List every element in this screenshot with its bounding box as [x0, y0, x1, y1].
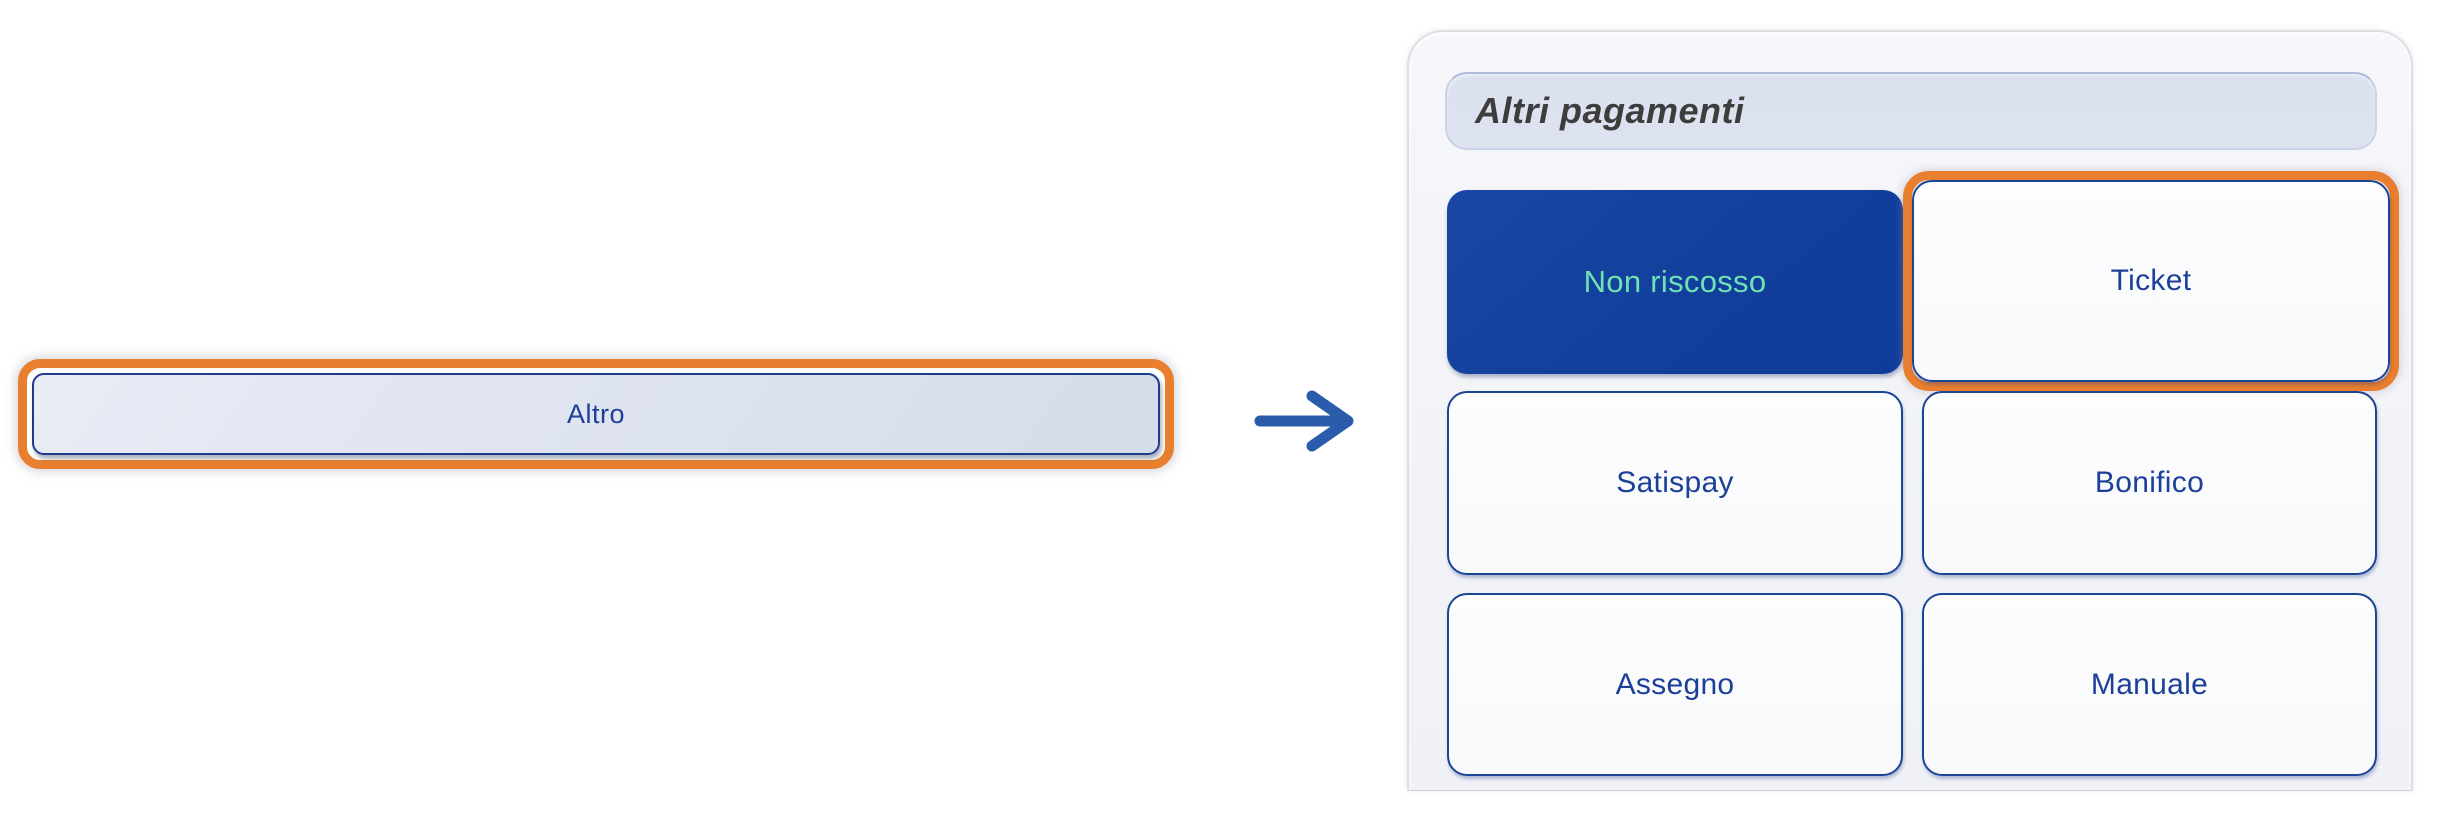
altri-pagamenti-panel: Altri pagamenti Non riscosso Ticket Sati… — [1407, 30, 2413, 791]
payment-button-manuale[interactable]: Manuale — [1922, 593, 2377, 776]
altro-highlight-annotation: Altro — [18, 359, 1174, 469]
panel-title: Altri pagamenti — [1445, 72, 2377, 150]
payment-button-ticket[interactable]: Ticket — [1912, 180, 2390, 382]
ticket-highlight-annotation: Ticket — [1903, 171, 2399, 391]
right-arrow-icon — [1254, 390, 1354, 452]
payment-button-satispay[interactable]: Satispay — [1447, 391, 1903, 575]
payment-button-bonifico[interactable]: Bonifico — [1922, 391, 2377, 575]
payment-button-assegno[interactable]: Assegno — [1447, 593, 1903, 776]
altro-button[interactable]: Altro — [32, 373, 1160, 455]
payment-button-non-riscosso[interactable]: Non riscosso — [1447, 190, 1903, 374]
